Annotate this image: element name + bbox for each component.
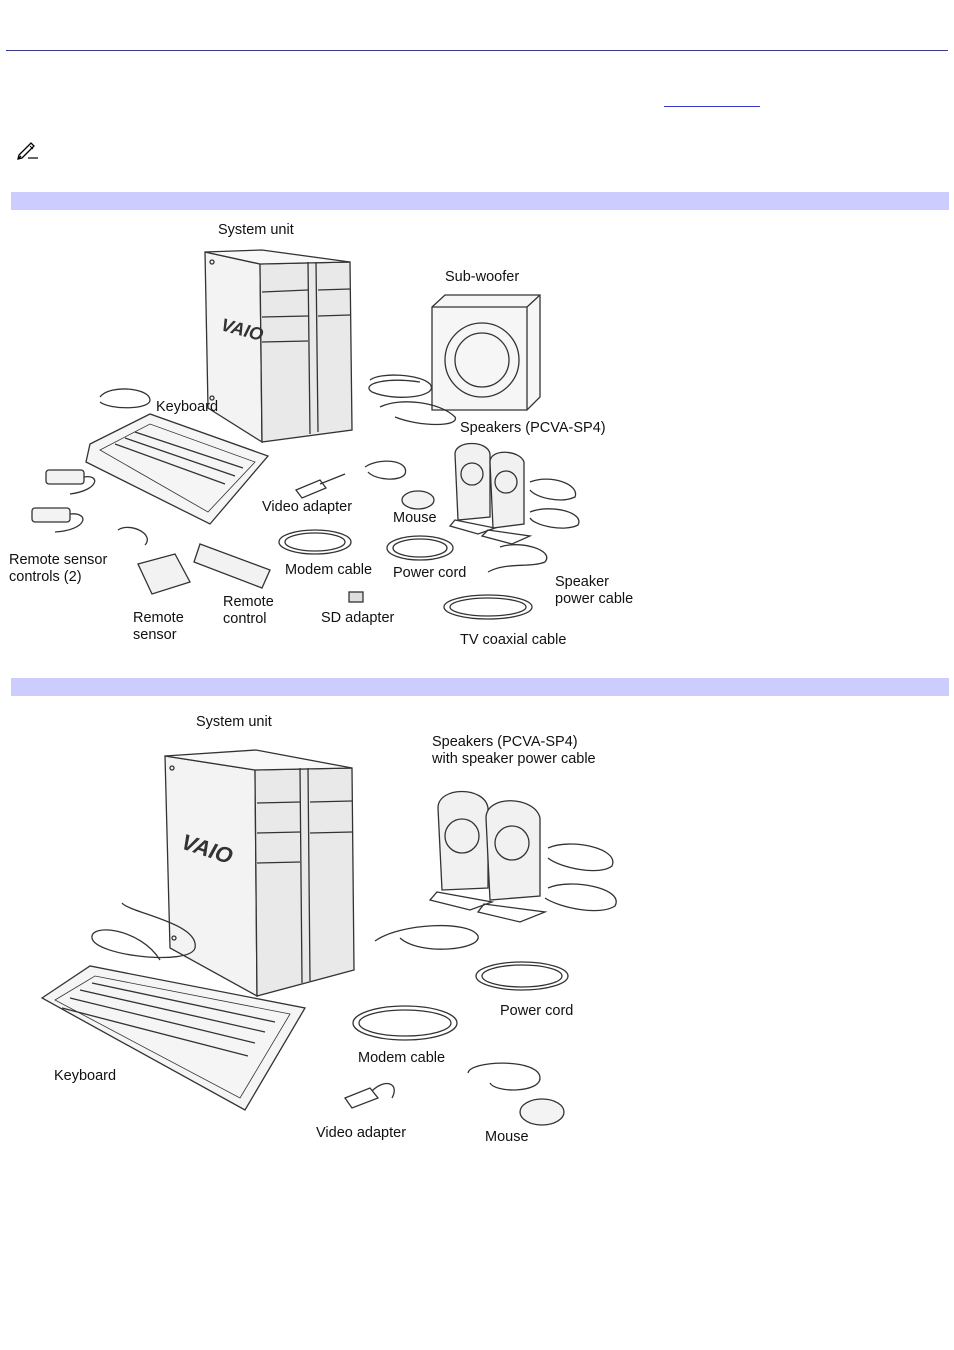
- label-remote-sensor-controls: Remote sensor controls (2): [9, 552, 108, 585]
- label-system-unit-2: System unit: [196, 714, 272, 730]
- section-band-2: [11, 678, 949, 696]
- label-mouse: Mouse: [393, 510, 437, 526]
- speakers-illustration: [448, 442, 580, 573]
- figure-2-drawing: VAIO: [40, 749, 617, 1126]
- top-rule: [6, 50, 948, 51]
- label-keyboard: Keyboard: [156, 399, 219, 415]
- label-modem-cable: Modem cable: [285, 562, 373, 578]
- label-tv-coaxial-cable: TV coaxial cable: [460, 632, 567, 648]
- label-sd-adapter: SD adapter: [321, 610, 395, 626]
- label-speakers-2: Speakers (PCVA-SP4) with speaker power c…: [432, 734, 596, 767]
- hyperlink-underline[interactable]: [664, 92, 760, 107]
- label-remote-sensor: Remote sensor: [133, 610, 184, 643]
- label-remote-control: Remote control: [223, 594, 274, 627]
- label-sub-woofer: Sub-woofer: [445, 269, 520, 285]
- label-video-adapter: Video adapter: [262, 499, 353, 515]
- sub-woofer-illustration: [431, 294, 541, 411]
- label-video-adapter-2: Video adapter: [316, 1125, 407, 1141]
- keyboard-illustration-2: [40, 965, 307, 1111]
- figure-1-drawing: VAIO: [31, 249, 580, 620]
- system-unit-illustration: [204, 249, 353, 444]
- label-speakers: Speakers (PCVA-SP4): [460, 420, 606, 436]
- label-keyboard-2: Keyboard: [54, 1068, 117, 1084]
- note-pencil-icon: [17, 142, 38, 160]
- speakers-illustration-2: [374, 790, 617, 950]
- figure-2: VAIO System unit Speakers (PCVA-SP4) wit…: [0, 698, 700, 1158]
- section-band-1: [11, 192, 949, 210]
- keyboard-illustration: [85, 413, 270, 525]
- label-power-cord: Power cord: [393, 565, 467, 581]
- system-unit-illustration-2: [164, 749, 355, 998]
- figure-1: VAIO System unit Sub-woofer Keyboard Spe…: [0, 212, 700, 662]
- label-power-cord-2: Power cord: [500, 1003, 574, 1019]
- label-mouse-2: Mouse: [485, 1129, 529, 1145]
- label-system-unit: System unit: [218, 222, 294, 238]
- label-modem-cable-2: Modem cable: [358, 1050, 446, 1066]
- label-speaker-power-cable: Speaker power cable: [555, 574, 634, 607]
